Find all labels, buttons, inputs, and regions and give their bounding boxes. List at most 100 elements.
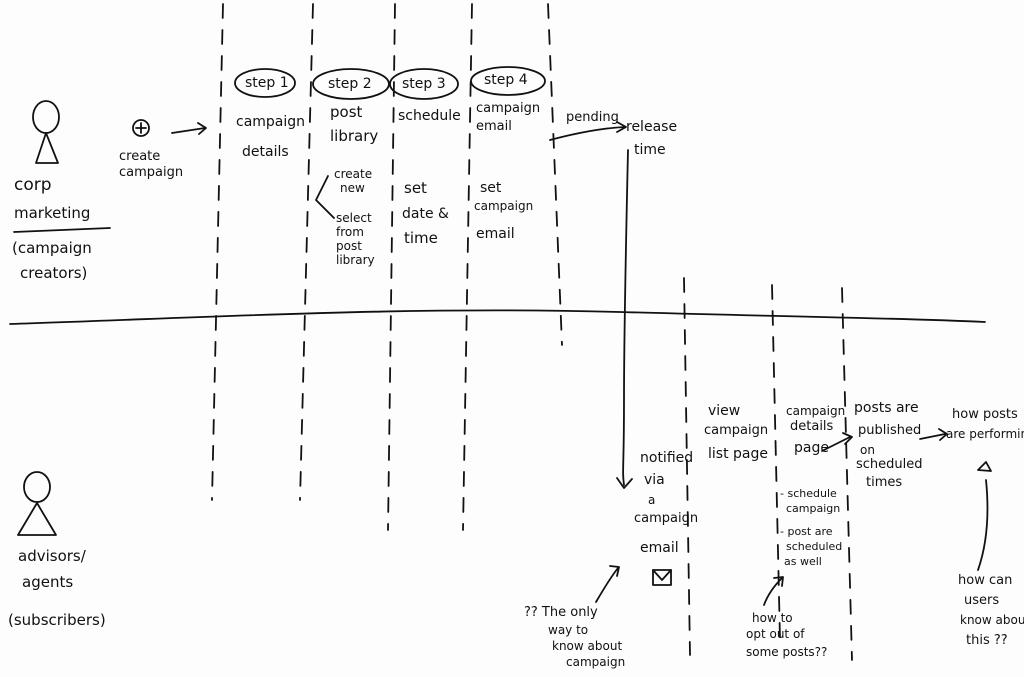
step2-create-line-1: create [334,167,373,181]
step3-label: step 3 [402,76,446,92]
step4-label: step 4 [484,72,528,88]
step3-detail-line-1: set [404,179,427,197]
release-line [622,149,629,486]
details-page-line-3: page [794,440,829,456]
corp-figure-body [35,132,59,164]
release-time-line-1: release [626,119,678,135]
details-note-line-1: - schedule [780,487,837,500]
details-note-line-2: campaign [786,502,841,515]
advisor-figure-head [23,471,51,503]
step3-detail-line-3: time [404,229,438,247]
details-page-line-2: details [790,419,834,434]
actor-corp-line-4: creators) [20,264,88,282]
step4-title-line-2: email [476,119,512,134]
only-way-arrow [595,567,619,603]
step2-label: step 2 [328,76,372,92]
step2-create-line-2: new [340,181,365,195]
actor-advisors-line-2: agents [22,573,74,591]
only-way-line-4: campaign [566,655,626,669]
only-way-line-1: ?? The only [524,605,598,620]
step2-select-line-2: from [336,225,364,239]
details-page-line-1: campaign [786,404,846,418]
step1-label: step 1 [245,75,289,91]
step3-detail-line-2: date & [402,206,449,222]
actor-corp-line-1: corp [14,175,52,195]
notified-line-4: campaign [634,511,699,526]
notified-line-1: notified [640,450,694,466]
opt-out-line-1: how to [752,611,793,625]
advisor-figure-body [17,502,57,536]
create-campaign-line-1: create [119,149,161,164]
create-campaign-line-2: campaign [119,165,184,180]
view-list-line-3: list page [708,446,768,462]
release-line-arrowhead [616,477,633,489]
posts-published-line-5: times [866,475,903,490]
performing-arrow [919,433,946,440]
step1-oval [234,68,296,98]
opt-out-line-2: opt out of [746,627,805,641]
posts-published-line-2: published [858,423,922,438]
lane-line-6 [683,277,691,656]
how-performing-line-2: are performing [946,427,1024,441]
plus-circle-icon [132,119,150,137]
create-arrow [171,127,206,134]
step4-oval [470,66,546,96]
step4-detail-line-2: campaign [474,199,534,213]
notified-line-5: email [640,540,679,556]
triangle-marker [977,461,992,472]
details-note-line-3: - post are [780,525,833,538]
envelope-icon [652,569,672,586]
corp-figure-head [32,100,60,134]
posts-published-line-4: scheduled [856,457,923,472]
only-way-line-2: way to [548,623,589,637]
pending-arrow [549,126,626,141]
step2-select-line-3: post [336,239,362,253]
lane-line-5 [547,3,563,346]
opt-out-arrow [763,577,783,606]
details-note-line-5: as well [784,555,822,568]
bracket [315,175,335,219]
pending-label: pending [566,110,619,125]
triangle-stem [977,479,989,571]
posts-published-line-1: posts are [854,400,919,416]
marketing-underline [13,227,111,233]
actor-corp-line-2: marketing [14,204,91,222]
release-time-line-2: time [634,142,666,158]
only-way-line-3: know about [552,639,623,653]
lane-line-2 [299,3,314,501]
lane-line-1 [211,3,224,501]
step3-title: schedule [398,108,461,124]
lane-divider-line [9,309,986,325]
lane-line-4 [462,3,473,531]
how-can-line-2: users [964,593,1000,608]
step2-title-line-2: library [330,127,379,145]
notified-line-2: via [644,472,665,488]
step2-select-line-4: library [336,253,375,267]
actor-advisors-line-1: advisors/ [18,547,86,565]
step1-title-line-2: details [242,144,289,160]
how-can-line-1: how can [958,573,1013,588]
step1-title-line-1: campaign [236,114,306,130]
step4-title-line-1: campaign [476,101,541,116]
step4-detail-line-1: set [480,180,502,196]
how-performing-line-1: how posts [952,407,1018,422]
step4-detail-line-3: email [476,226,515,242]
details-note-line-4: scheduled [786,540,843,553]
notified-line-3: a [648,493,656,507]
posts-published-line-3: on [860,443,875,457]
step2-oval [312,68,390,100]
how-can-line-4: this ?? [966,633,1008,648]
lane-line-8 [841,287,853,661]
step2-title-line-1: post [330,103,363,121]
actor-corp-line-3: (campaign [12,239,92,257]
actor-advisors-line-3: (subscribers) [8,611,106,629]
view-list-line-2: campaign [704,423,769,438]
view-list-line-1: view [708,403,741,419]
step3-oval [389,68,459,100]
how-can-line-3: know about [960,613,1024,627]
opt-out-line-3: some posts?? [746,645,828,659]
details-arrow [821,436,851,452]
step2-select-line-1: select [336,211,372,225]
